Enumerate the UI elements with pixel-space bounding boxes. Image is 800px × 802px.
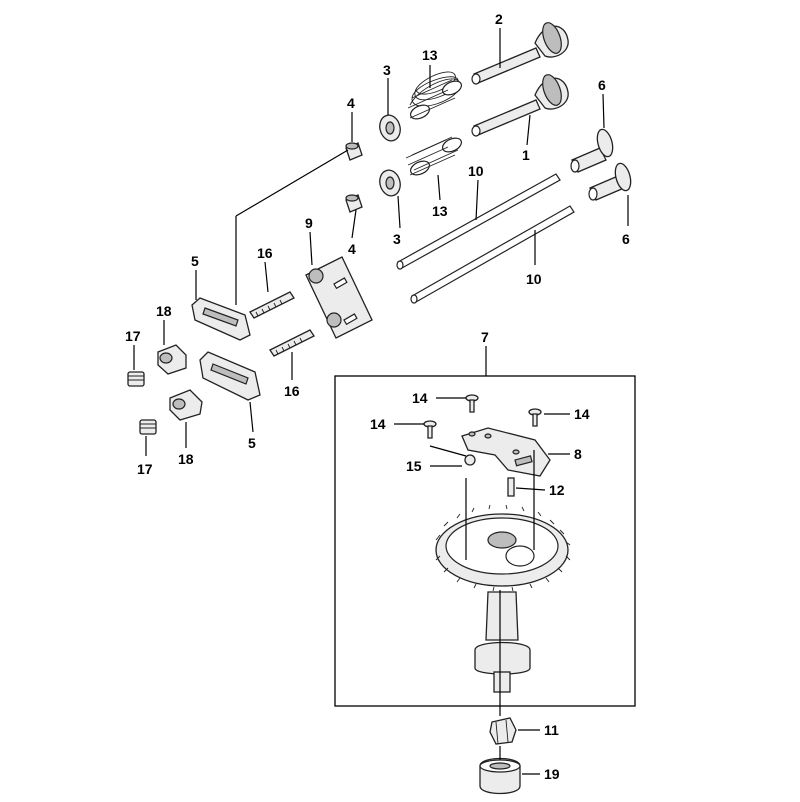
callout-18-upper: 18 [156, 303, 172, 319]
bushing [479, 757, 521, 795]
callout-15: 15 [406, 458, 422, 474]
callout-10-lower: 10 [526, 271, 542, 287]
callout-16-upper: 16 [257, 245, 273, 261]
leader-lines [133, 28, 629, 775]
callout-4-upper: 4 [347, 95, 355, 111]
rocker-nut-lower [169, 389, 203, 421]
callout-6-upper: 6 [598, 77, 606, 93]
valve-lower [471, 74, 569, 137]
spring-retainer-lower [379, 169, 401, 197]
callout-13-upper: 13 [422, 47, 438, 63]
tappet-upper [570, 128, 614, 173]
stud-bolt-lower [269, 329, 315, 357]
callout-12: 12 [549, 482, 565, 498]
adjusting-screw-lower [139, 419, 157, 435]
callout-18-lower: 18 [178, 451, 194, 467]
callout-9: 9 [305, 215, 313, 231]
pin-top [465, 394, 479, 413]
camshaft-assembly-frame [334, 375, 636, 707]
callout-7: 7 [481, 329, 489, 345]
push-rod-lower [410, 205, 575, 304]
pin-left [423, 420, 437, 439]
pin-right [528, 408, 542, 427]
governor-pin [507, 477, 515, 497]
callout-labels: 2 1 3 3 4 4 13 13 6 6 10 10 9 16 16 5 5 … [125, 11, 630, 782]
governor-plate [461, 427, 551, 477]
callout-17-upper: 17 [125, 328, 141, 344]
valve-cap-upper [345, 142, 363, 161]
callout-5-lower: 5 [248, 435, 256, 451]
rocker-nut-upper [157, 344, 187, 375]
camshaft [474, 591, 531, 693]
callout-19: 19 [544, 766, 560, 782]
callout-10-upper: 10 [468, 163, 484, 179]
callout-14-left: 14 [370, 416, 386, 432]
callout-17-lower: 17 [137, 461, 153, 477]
push-rod-upper [396, 173, 561, 270]
callout-11: 11 [544, 722, 559, 738]
camshaft-gear [435, 504, 571, 592]
callout-14-top: 14 [412, 390, 428, 406]
valve-spring-upper [407, 71, 463, 120]
callout-5-upper: 5 [191, 253, 199, 269]
spring-retainer-upper [379, 114, 401, 142]
callout-1: 1 [522, 147, 530, 163]
valve-upper [471, 22, 569, 85]
callout-14-right: 14 [574, 406, 590, 422]
callout-13-lower: 13 [432, 203, 448, 219]
adjusting-screw-upper [127, 371, 145, 387]
tappet-lower [588, 162, 632, 201]
callout-3-lower: 3 [393, 231, 401, 247]
callout-3-upper: 3 [383, 62, 391, 78]
rocker-arm-lower [199, 351, 261, 401]
stud-bolt-upper [249, 291, 295, 319]
callout-4-lower: 4 [348, 241, 356, 257]
rocker-arm-upper [191, 297, 251, 341]
callout-8: 8 [574, 446, 582, 462]
callout-6-lower: 6 [622, 231, 630, 247]
push-rod-guide-plate [305, 256, 373, 339]
callout-16-lower: 16 [284, 383, 300, 399]
callout-2: 2 [495, 11, 503, 27]
valve-cap-lower [345, 194, 363, 213]
governor-spring [464, 454, 476, 466]
valve-spring-lower [405, 136, 463, 176]
drive-coupling [489, 717, 517, 745]
